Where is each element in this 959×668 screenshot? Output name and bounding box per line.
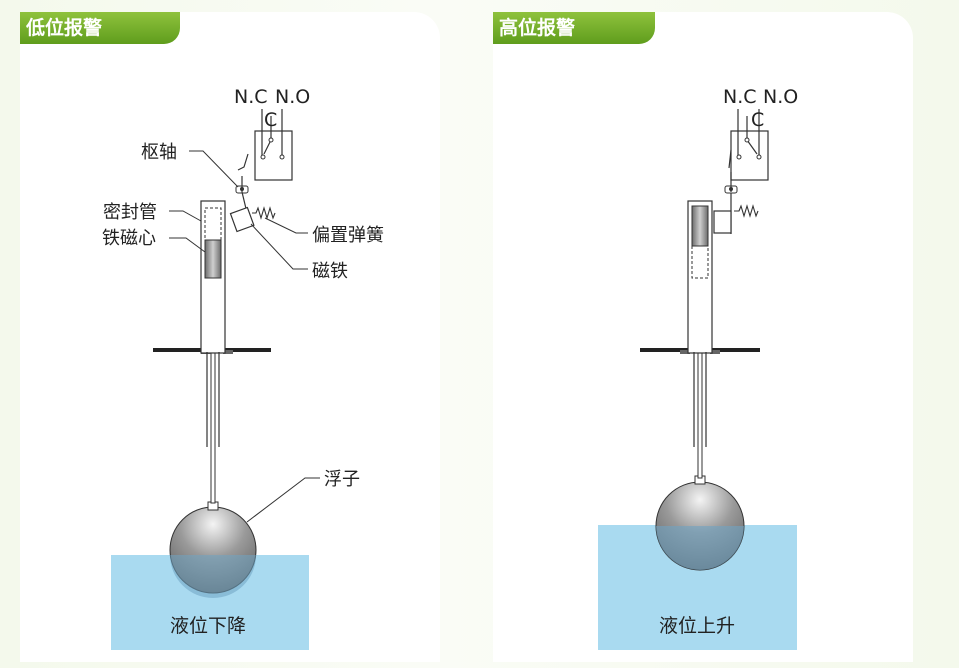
label-c: C [264,109,277,131]
callout-float: 浮子 [324,469,360,490]
bias-spring [734,204,759,218]
panel-high-alarm: 高位报警 [493,12,913,662]
leader-float [246,477,320,523]
label-c: C [751,109,764,131]
callout-bias-spring: 偏置弹簧 [312,225,384,246]
leader-iron-core [169,237,206,253]
callout-iron-core: 铁磁心 [102,228,156,249]
label-no: N.O [763,86,798,108]
iron-core [204,239,222,279]
microswitch [724,109,769,194]
float-ball [655,475,745,571]
liquid-label: 液位上升 [659,615,735,637]
high-alarm-diagram: N.C N.O C 液位上升 [598,86,798,650]
leader-magnet [250,223,308,270]
label-no: N.O [275,86,310,108]
callout-pivot: 枢轴 [141,142,177,163]
label-nc: N.C [723,86,757,108]
panel-low-alarm: 低位报警 [20,12,440,662]
bias-spring [252,206,276,220]
panel-title: 低位报警 [20,12,180,44]
magnet [713,193,732,234]
leader-sealed-tube [169,210,202,222]
liquid-label: 液位下降 [170,615,246,637]
iron-core [691,205,709,247]
magnet [229,191,255,233]
float-ball [169,501,257,598]
microswitch [235,109,293,194]
callout-magnet: 磁铁 [312,261,348,282]
leader-bias-spring [264,217,308,234]
panel-title: 高位报警 [493,12,655,44]
leader-pivot [189,150,239,188]
callout-sealed-tube: 密封管 [103,202,157,223]
label-nc: N.C [234,86,268,108]
low-alarm-diagram: N.C N.O C 枢轴 密封管 铁磁心 偏置弹簧 磁铁 浮子 液位下降 [102,86,384,650]
